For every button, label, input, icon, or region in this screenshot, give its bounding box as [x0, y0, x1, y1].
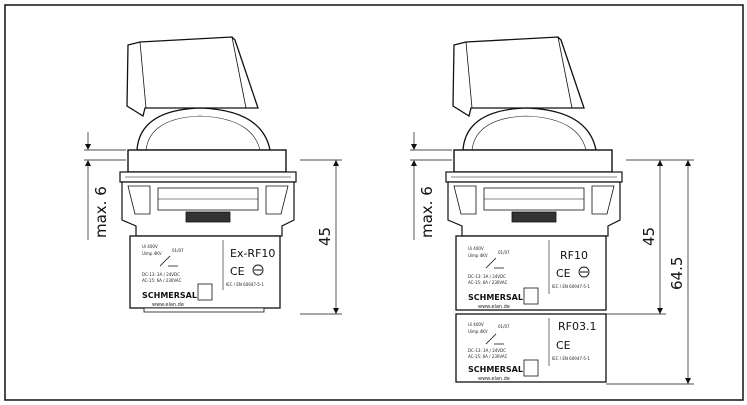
right-ce-mark-1: CE	[556, 267, 571, 280]
right-date-1: 01/07	[498, 250, 510, 255]
left-ui: Ui 400V	[142, 244, 158, 249]
left-actuator	[185, 211, 231, 223]
right-dc-rating-1: DC-13: 3A / 24VDC	[468, 274, 506, 279]
right-contact-block-1	[455, 235, 607, 311]
left-model-label: Ex-RF10	[230, 247, 275, 260]
right-switch: 01/07 Ui 400V Uimp 4KV DC-13: 3A / 24VDC…	[445, 36, 623, 383]
left-brand: SCHMERSAL	[142, 291, 197, 300]
left-dome	[136, 107, 271, 151]
left-standard: IEC / EN 60947-5-1	[226, 282, 264, 287]
left-bezel	[127, 149, 287, 173]
right-brand-1: SCHMERSAL	[468, 293, 523, 302]
right-date-2: 01/07	[498, 324, 510, 329]
left-dim-height: 45	[316, 227, 334, 246]
left-dim-max: max. 6	[92, 186, 110, 238]
right-dim-total: 64.5	[668, 257, 686, 290]
frame-border	[4, 4, 744, 401]
right-lever	[452, 36, 585, 118]
right-ce-mark-2: CE	[556, 339, 571, 352]
left-earth-icon	[252, 264, 264, 276]
left-mount	[121, 181, 295, 237]
right-dome	[462, 107, 597, 151]
left-ac-rating: AC-15: 6A / 230VAC	[142, 278, 182, 283]
right-ac-rating-2: AC-15: 6A / 230VAC	[468, 354, 508, 359]
left-dc-rating: DC-13: 3A / 24VDC	[142, 272, 180, 277]
right-standard-2: IEC / EN 60947-5-1	[552, 356, 590, 361]
right-earth-icon-1	[578, 266, 590, 278]
left-date: 01/07	[172, 248, 184, 253]
right-ac-rating-1: AC-15: 6A / 230VAC	[468, 280, 508, 285]
right-url-1: www.elan.de	[478, 304, 510, 310]
right-url-2: www.elan.de	[478, 376, 510, 382]
right-ui-2: Ui 400V	[468, 322, 484, 327]
left-uimp: Uimp 4KV	[142, 251, 162, 256]
right-mount	[447, 181, 621, 237]
right-dimensions: max. 6 45 64.5	[410, 132, 694, 385]
right-standard-1: IEC / EN 60947-5-1	[552, 284, 590, 289]
right-uimp-1: Uimp 4KV	[468, 253, 488, 258]
left-url: www.elan.de	[152, 302, 184, 308]
right-ui-1: Ui 400V	[468, 246, 484, 251]
left-switch: 01/07 Ui 400V Uimp 4KV DC-13: 3A / 24VDC…	[119, 36, 297, 313]
right-actuator	[511, 211, 557, 223]
right-model-label-2: RF03.1	[558, 320, 596, 333]
left-lever	[126, 36, 259, 118]
right-uimp-2: Uimp 4KV	[468, 329, 488, 334]
left-dimensions: max. 6 45	[84, 132, 342, 315]
right-bezel	[453, 149, 613, 173]
right-dim-height: 45	[640, 227, 658, 246]
right-brand-2: SCHMERSAL	[468, 365, 523, 374]
left-ce-mark: CE	[230, 265, 245, 278]
right-dc-rating-2: DC-13: 3A / 24VDC	[468, 348, 506, 353]
right-dim-max: max. 6	[418, 186, 436, 238]
right-contact-block-2	[455, 313, 607, 383]
right-model-label-1: RF10	[560, 249, 588, 262]
